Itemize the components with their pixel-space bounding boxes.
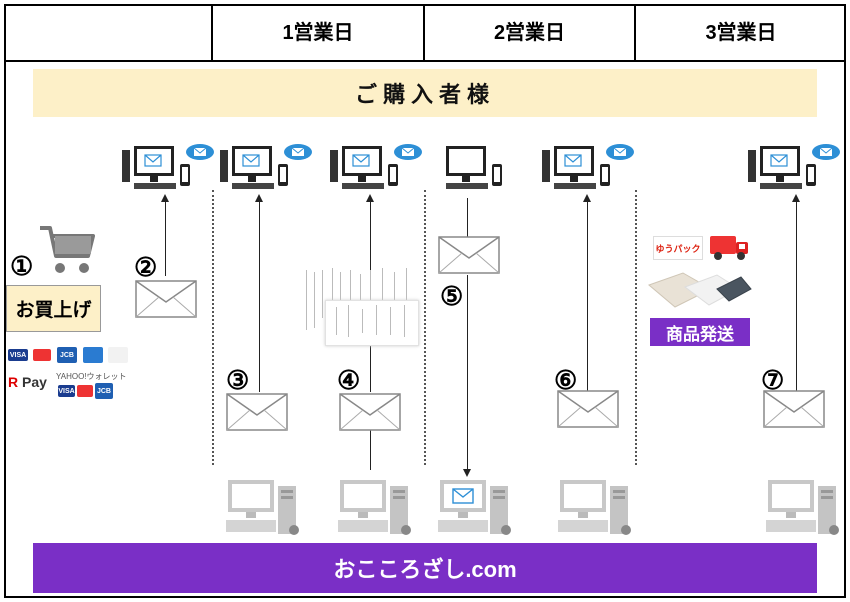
arrow-up [255,194,263,392]
envelope-icon [438,236,500,274]
step-7-number: ⑦ [761,365,785,395]
header-row [4,4,846,62]
step-6-number: ⑥ [554,365,578,395]
shipping-label: 商品発送 [650,318,750,346]
customer-pc-icon [432,142,527,192]
step-4-number: ④ [337,365,361,395]
header-divider [634,4,636,62]
step-2-number: ② [134,252,158,282]
day-1-label: 1営業日 [282,22,354,44]
step-3-number: ③ [226,365,250,395]
rpay-logo: R Pay [8,374,47,390]
arrow-down [463,275,471,477]
cart-icon [40,226,95,273]
server-pc-icon [764,478,840,538]
visa-card-icon: VISA [8,349,28,361]
arrow-up [792,194,800,392]
envelope-icon [557,390,619,428]
envelope-icon [339,393,401,431]
document-icon [300,266,420,346]
connector-line [370,430,371,470]
purchase-label: お買上げ [6,285,101,332]
diners-card-icon [108,347,128,363]
mastercard-icon [33,349,51,361]
truck-icon [710,236,748,260]
yupack-logo: ゆうパック [653,236,703,260]
header-divider [423,4,425,62]
jcb-card-icon: JCB [57,347,77,363]
envelope-icon [763,390,825,428]
day-3-label: 3営業日 [705,22,777,44]
document-icon [325,300,419,346]
server-pc-icon [436,478,512,538]
customer-pc-icon [746,142,841,192]
day-separator [424,190,426,465]
connector-line [467,198,468,238]
outer-frame [4,4,846,598]
day-2-label: 2営業日 [493,22,566,44]
server-pc-icon [224,478,300,538]
jcb-card-icon: JCB [95,383,113,399]
customer-band: ご購入者様 [33,69,817,117]
site-band: おこころざし.com [33,543,817,593]
step-1-number: ① [10,251,34,281]
customer-pc-icon [540,142,635,192]
server-pc-icon [336,478,412,538]
server-pc-icon [556,478,632,538]
mastercard-icon [77,385,93,397]
arrow-up [161,194,169,276]
day-separator [635,190,637,465]
customer-pc-icon [120,142,215,192]
header-divider [211,4,213,62]
visa-card-icon: VISA [58,385,75,397]
envelope-icon [135,280,197,318]
arrow-up [583,194,591,392]
customer-pc-icon [328,142,423,192]
amex-card-icon [83,347,103,363]
yahoo-wallet-logo: YAHOO!ウォレット [56,372,127,381]
step-5-number: ⑤ [440,281,464,311]
envelope-icon [226,393,288,431]
gift-box-icon [648,272,752,308]
day-separator [212,190,214,465]
customer-pc-icon [218,142,313,192]
